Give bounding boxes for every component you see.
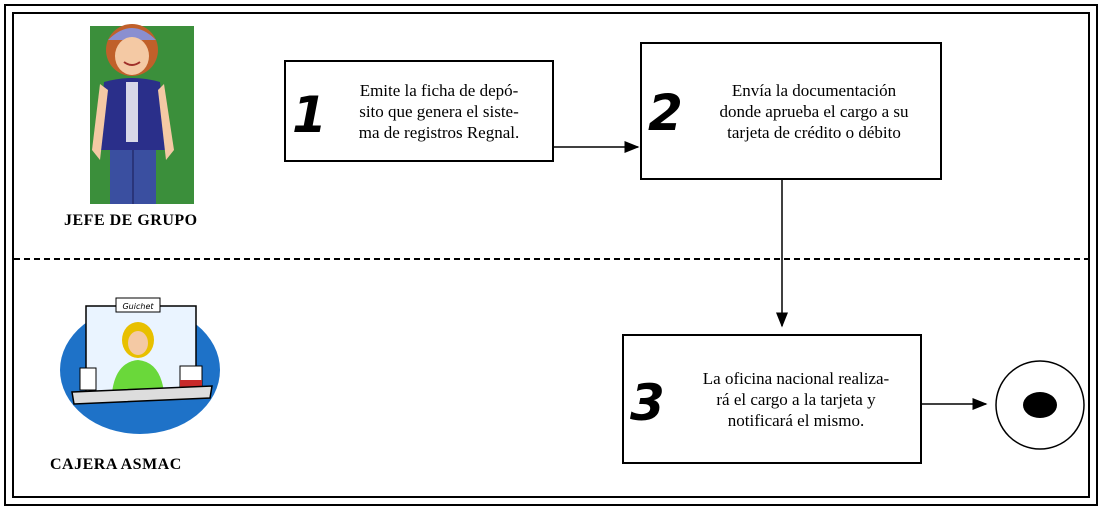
step-2-number: 2 <box>648 84 683 142</box>
step-3-number: 3 <box>630 374 665 432</box>
cashier-icon: Guichet <box>60 297 220 434</box>
step-1-text: Emite la ficha de depó- sito que genera … <box>358 80 520 142</box>
step-2-text: Envía la documentación donde aprueba el … <box>719 80 909 142</box>
lane-label-jefe-de-grupo: JEFE DE GRUPO <box>64 212 198 229</box>
step-1-box: 1 Emite la ficha de depó- sito que gener… <box>284 60 554 162</box>
step-3-text: La oficina nacional realiza- rá el cargo… <box>702 368 890 430</box>
inner-frame <box>12 12 1090 498</box>
outer-frame <box>4 4 1098 506</box>
step-1-number: 1 <box>292 86 327 144</box>
step-3-box: 3 La oficina nacional realiza- rá el car… <box>622 334 922 464</box>
guichet-sign: Guichet <box>122 302 154 311</box>
end-node-icon <box>995 360 1085 450</box>
step-2-box: 2 Envía la documentación donde aprueba e… <box>640 42 942 180</box>
lane-label-cajera-asmac: CAJERA ASMAC <box>50 456 182 473</box>
lane-divider <box>14 258 1090 260</box>
group-leader-icon <box>90 24 194 204</box>
